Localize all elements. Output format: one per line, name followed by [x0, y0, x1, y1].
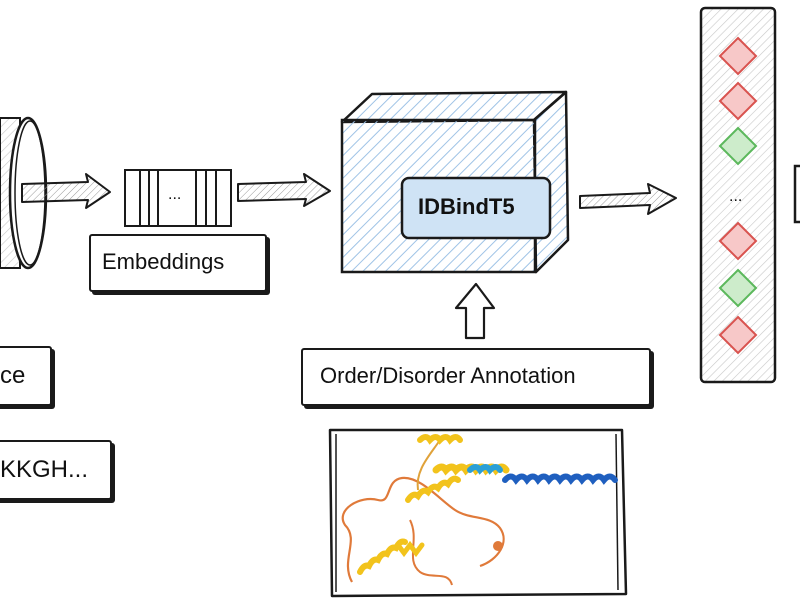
embeddings-label: Embeddings: [102, 249, 225, 274]
sequence-database-icon: [0, 116, 48, 270]
diamond-red-icon: [718, 81, 758, 121]
diamond-red-icon: [718, 221, 758, 261]
protein-structure-image: [328, 428, 628, 598]
sequence-text: KKGH...: [0, 456, 89, 483]
annotation-label: Order/Disorder Annotation: [320, 363, 576, 388]
arrow-to-embeddings-icon: [21, 173, 111, 209]
arrow-to-model-icon: [237, 173, 331, 207]
diamond-red-icon: [718, 315, 758, 355]
diamond-green-icon: [718, 126, 758, 166]
model-box-icon: [340, 90, 570, 274]
sequence-box-label: ce: [0, 362, 26, 389]
arrow-to-output-icon: [579, 183, 677, 215]
diamond-red-icon: [718, 36, 758, 76]
annotation-box: [301, 348, 651, 406]
embeddings-box: [89, 234, 267, 292]
output-ellipsis: ...: [729, 188, 743, 205]
sequence-box: [0, 346, 52, 406]
prediction-diamonds: [718, 36, 758, 355]
arrow-up-icon: [454, 282, 496, 340]
sequence-text-box: [0, 440, 112, 500]
diamond-green-icon: [718, 268, 758, 308]
model-label: IDBindT5: [418, 194, 515, 219]
embeddings-vector-icon: [124, 169, 232, 227]
right-edge-box-icon: [793, 164, 800, 224]
embeddings-ellipsis: ...: [168, 186, 182, 203]
